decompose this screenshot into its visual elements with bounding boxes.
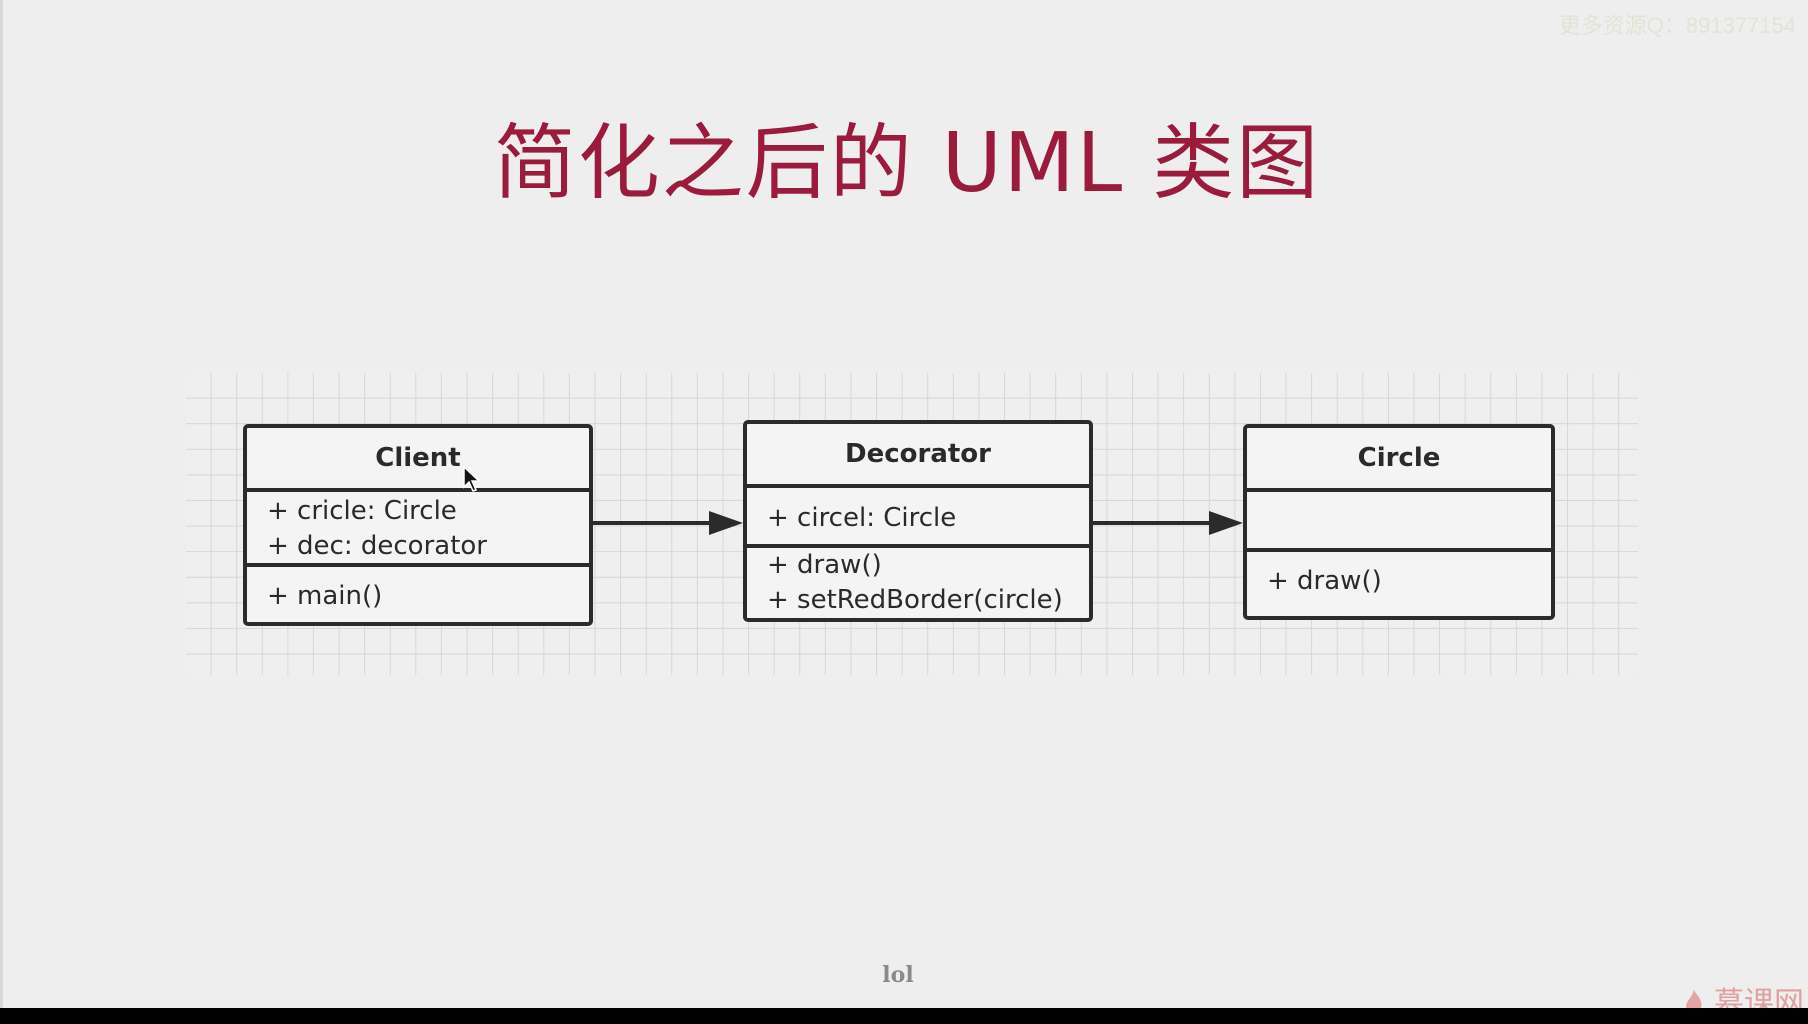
class-name: Circle [1247,428,1551,492]
slide-title: 简化之后的 UML 类图 [493,116,1321,211]
method: + setRedBorder(circle) [767,585,1063,615]
method: + draw() [767,550,882,580]
attribute: + circel: Circle [767,503,957,533]
mouse-cursor-icon [463,466,481,492]
watermark-text: 更多资源Q：891377154 [1558,13,1796,38]
class-circle: Circle + draw() [1243,424,1555,620]
class-name: Decorator [747,424,1089,488]
association-arrow-decorator-circle [1091,511,1243,535]
association-arrow-client-decorator [591,511,743,535]
class-methods: + draw() + setRedBorder(circle) [747,548,1089,618]
method: + draw() [1267,566,1382,596]
class-name: Client [247,428,589,492]
class-methods: + draw() [1247,552,1551,610]
class-attributes: + circel: Circle [747,488,1089,548]
class-attributes [1247,492,1551,552]
class-decorator: Decorator + circel: Circle + draw() + se… [743,420,1093,622]
class-client: Client + cricle: Circle + dec: decorator… [243,424,593,626]
bottom-bar [0,1008,1808,1024]
class-methods: + main() [247,567,589,625]
class-attributes: + cricle: Circle + dec: decorator [247,492,589,567]
attribute: + cricle: Circle [267,496,457,526]
attribute: + dec: decorator [267,531,487,561]
page-number: lol [882,962,914,988]
method: + main() [267,581,383,611]
